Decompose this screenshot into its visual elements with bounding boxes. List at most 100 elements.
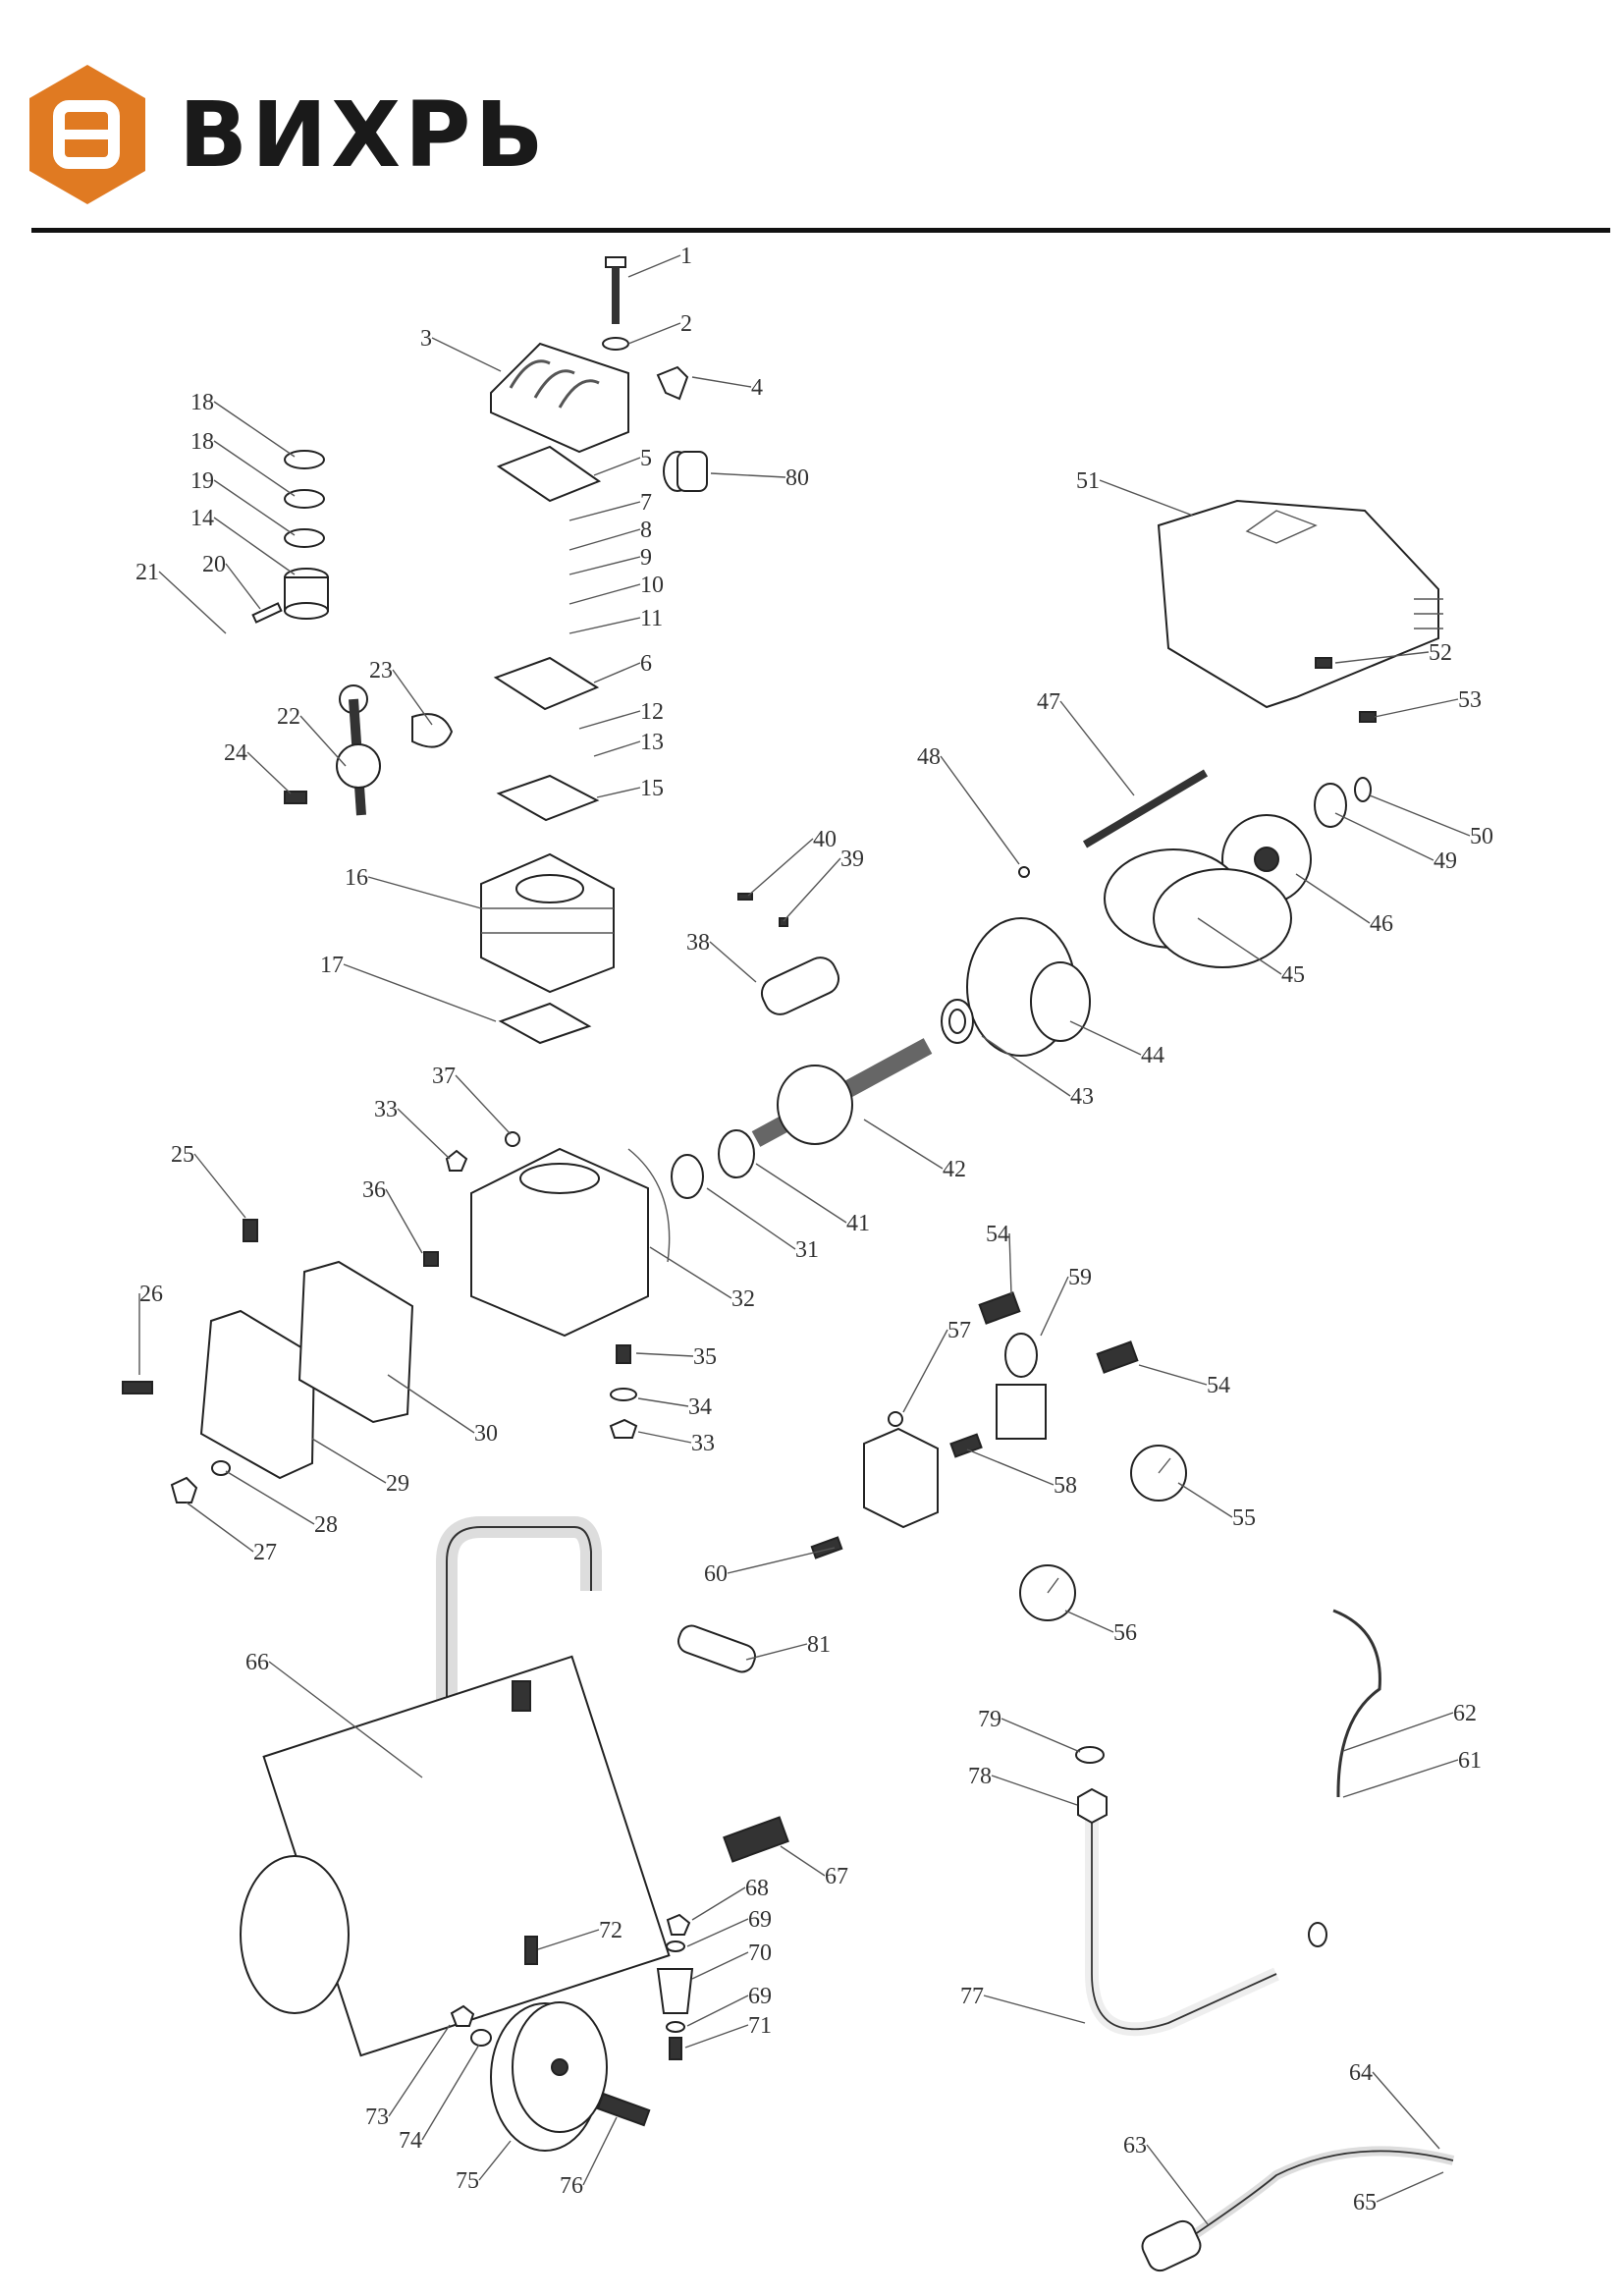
screw-part [284, 791, 307, 804]
leader-line [392, 669, 433, 726]
leader-line [1197, 917, 1282, 975]
rubber-foot-part [656, 1968, 694, 2014]
header: ВИХРЬ [24, 61, 605, 208]
nut-part [450, 2004, 475, 2027]
tie-bolt-part [1082, 769, 1209, 848]
pressure-gauge-part [1019, 1564, 1076, 1621]
part-number-label: 4 [751, 375, 763, 401]
part-number-label: 64 [1349, 2060, 1373, 2086]
part-number-label: 74 [399, 2128, 422, 2154]
ring-part [284, 450, 325, 469]
part-number-label: 50 [1470, 824, 1493, 849]
leader-line [684, 2024, 749, 2049]
part-number-label: 47 [1037, 689, 1060, 715]
leader-line [593, 457, 641, 476]
leader-line [1146, 2144, 1209, 2225]
part-number-label: 16 [345, 865, 368, 891]
leader-line [596, 787, 641, 798]
part-number-label: 76 [560, 2173, 583, 2199]
part-number-label: 78 [968, 1764, 992, 1789]
leader-line [582, 2116, 618, 2186]
leader-line [710, 472, 786, 478]
leader-line [568, 528, 641, 551]
part-number-label: 81 [807, 1632, 831, 1658]
leader-line [1374, 698, 1459, 718]
leader-line [186, 1502, 254, 1553]
part-number-label: 46 [1370, 911, 1393, 937]
fitting-part [949, 1433, 983, 1458]
part-number-label: 54 [986, 1222, 1009, 1247]
leader-line [388, 2024, 451, 2117]
leader-line [421, 2044, 480, 2141]
handle-grip-part [677, 1624, 756, 1673]
part-number-label: 43 [1070, 1084, 1094, 1110]
pressure-switch-part [863, 1411, 939, 1529]
part-number-label: 21 [135, 560, 159, 585]
leader-line [983, 1995, 1086, 2024]
washer-part [505, 1131, 520, 1147]
part-number-label: 27 [253, 1540, 277, 1565]
leader-line [1040, 1276, 1069, 1337]
leader-lines [138, 254, 1471, 2225]
part-number-label: 33 [374, 1097, 398, 1122]
leader-line [1064, 1610, 1114, 1633]
part-number-label: 54 [1207, 1373, 1230, 1398]
leader-line [686, 1995, 749, 2027]
part-number-label: 23 [369, 658, 393, 683]
part-number-label: 68 [745, 1876, 769, 1901]
leader-line [387, 1374, 475, 1434]
pipe-part [1332, 1609, 1381, 1798]
leader-line [780, 1845, 826, 1877]
part-number-label: 33 [691, 1431, 715, 1456]
part-number-label: 69 [748, 1907, 772, 1933]
pressure-gauge-part [1130, 1445, 1187, 1502]
breather-plug-part [243, 1219, 258, 1242]
part-number-label: 28 [314, 1512, 338, 1538]
o-ring-part [211, 1460, 231, 1476]
leader-line [268, 1661, 423, 1778]
part-number-label: 10 [640, 573, 664, 598]
leader-line [1342, 1759, 1459, 1798]
pressure-regulator-part [996, 1333, 1047, 1440]
part-number-label: 60 [704, 1561, 728, 1587]
stator-part [966, 917, 1091, 1057]
base-gasket-part [498, 1002, 592, 1045]
part-number-label: 2 [680, 311, 692, 337]
nut-part [779, 917, 788, 927]
part-number-label: 24 [224, 740, 247, 766]
side-cover-part [199, 1309, 316, 1480]
o-ring-part [1075, 1746, 1105, 1764]
plug-part [423, 1251, 439, 1267]
leader-line [568, 617, 641, 634]
part-number-label: 65 [1353, 2190, 1377, 2215]
part-number-label: 69 [748, 1984, 772, 2009]
leader-line [1376, 2171, 1444, 2203]
leader-line [627, 254, 681, 278]
leader-line [635, 1352, 694, 1357]
part-number-label: 8 [640, 518, 652, 543]
part-number-label: 20 [202, 552, 226, 577]
part-number-label: 75 [456, 2168, 479, 2194]
part-number-label: 36 [362, 1177, 386, 1203]
tee-fitting-part [723, 1816, 789, 1863]
crankcase-part [470, 1147, 671, 1338]
leader-line [213, 479, 296, 536]
part-number-label: 15 [640, 776, 664, 801]
leader-line [385, 1188, 423, 1254]
leader-line [1099, 479, 1194, 517]
leader-line [158, 571, 227, 634]
washer-part [602, 337, 629, 351]
leader-line [225, 1470, 315, 1525]
part-number-label: 79 [978, 1707, 1001, 1732]
leader-line [299, 715, 347, 767]
part-number-label: 59 [1068, 1265, 1092, 1290]
leader-line [755, 1163, 847, 1224]
fan-cover-part [1104, 848, 1292, 968]
cover-gasket-part [298, 1260, 414, 1424]
part-number-label: 5 [640, 446, 652, 471]
capacitor-part [760, 957, 840, 1015]
leader-line [863, 1119, 944, 1170]
elbow-fitting-part [656, 365, 689, 401]
valve-plate-part [493, 656, 600, 711]
